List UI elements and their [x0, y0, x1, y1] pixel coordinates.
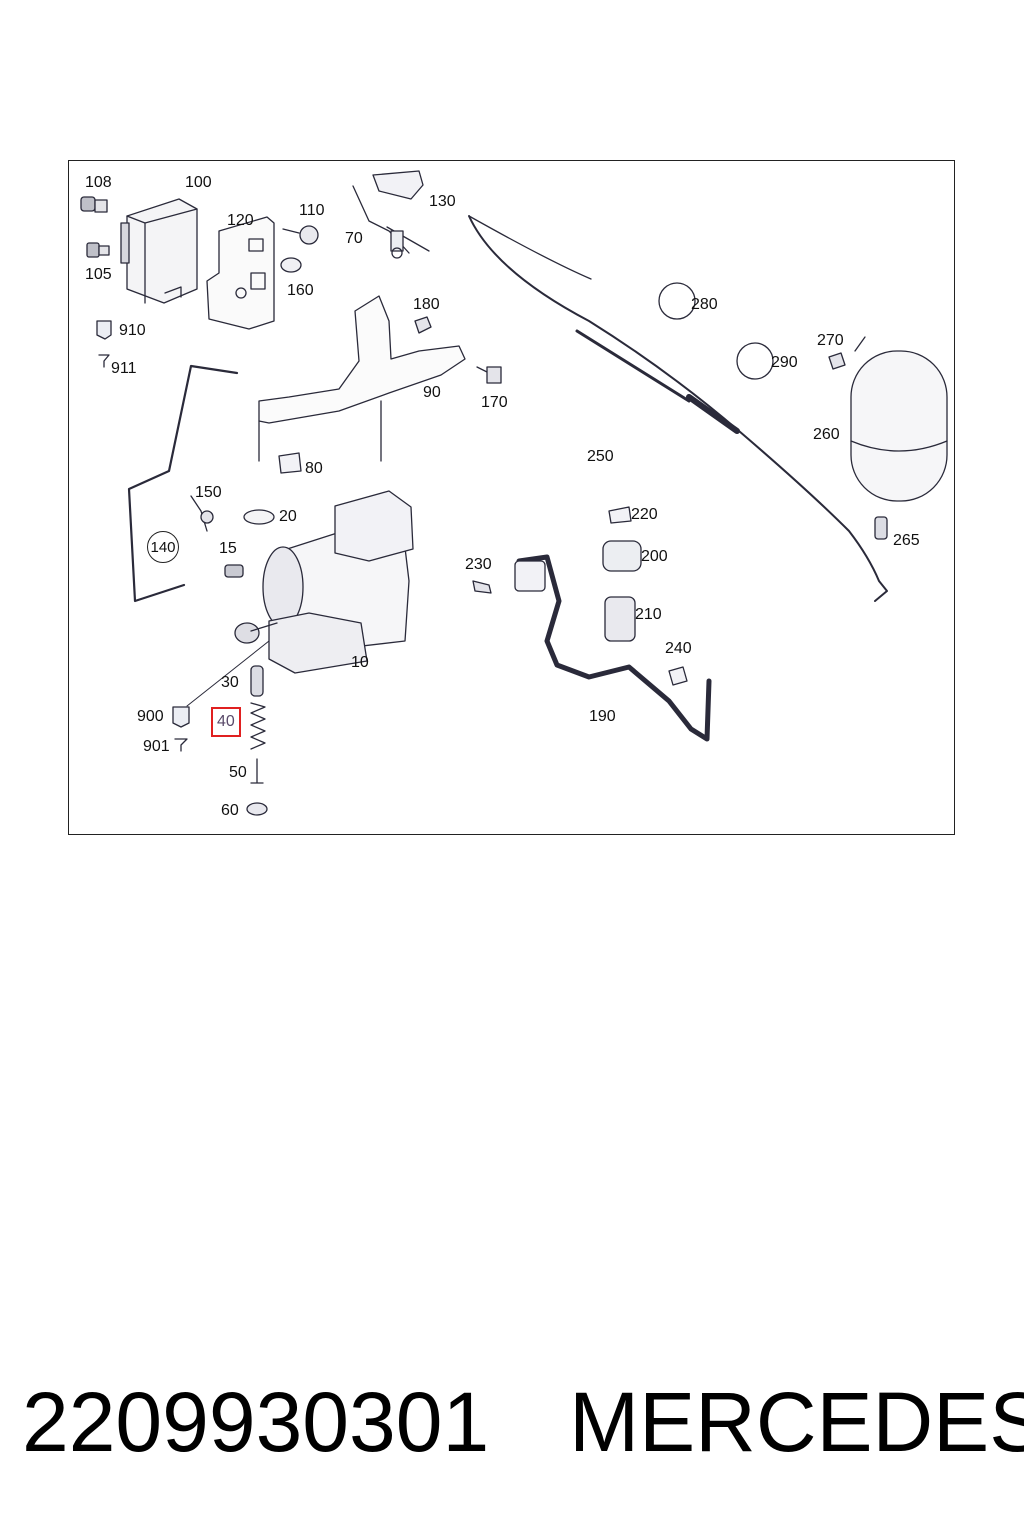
callout-270: 270 [817, 332, 844, 349]
callout-80: 80 [305, 460, 323, 477]
plug-911-part [98, 354, 110, 368]
linkage-70-part [352, 185, 430, 259]
fitting-108-part [80, 196, 108, 213]
callout-900: 900 [137, 708, 164, 725]
callout-100: 100 [185, 174, 212, 191]
callout-190: 190 [589, 708, 616, 725]
screw-110-part [282, 225, 319, 245]
spring-40-part [250, 702, 266, 750]
clamp-240-part [668, 666, 688, 686]
callout-210: 210 [635, 606, 662, 623]
callout-105: 105 [85, 266, 112, 283]
part-number: 2209930301 [22, 1374, 490, 1469]
connector-900-part [172, 706, 190, 728]
callout-15: 15 [219, 540, 237, 557]
callout-170: 170 [481, 394, 508, 411]
callout-250: 250 [587, 448, 614, 465]
nut-270-part [828, 352, 846, 370]
callout-240: 240 [665, 640, 692, 657]
bolt-170-part [476, 366, 502, 384]
callout-90: 90 [423, 384, 441, 401]
callout-60: 60 [221, 802, 239, 819]
callout-108: 108 [85, 174, 112, 191]
bolt-230-part [472, 580, 492, 594]
parts-illustration [80, 170, 948, 816]
line-140-part [127, 364, 239, 603]
line-190-part [514, 554, 712, 742]
tool-290-part [736, 342, 774, 380]
parts-diagram: 108 100 105 910 911 120 110 160 70 130 1… [68, 160, 955, 835]
callout-70: 70 [345, 230, 363, 247]
callout-290: 290 [771, 354, 798, 371]
callout-280: 280 [691, 296, 718, 313]
bracket-120-part [206, 216, 275, 330]
fitting-265-part [874, 516, 888, 540]
connector-910-part [96, 320, 112, 340]
filter-30-part [250, 665, 264, 697]
callout-230: 230 [465, 556, 492, 573]
washer-20-part [243, 509, 275, 525]
filter-210-part [604, 596, 636, 642]
plug-901-part [174, 738, 188, 752]
callout-50: 50 [229, 764, 247, 781]
callout-911: 911 [111, 360, 137, 377]
callout-200: 200 [641, 548, 668, 565]
valve-50-part [250, 758, 264, 784]
nut-180-part [414, 316, 432, 334]
callout-265: 265 [893, 532, 920, 549]
fitting-105-part [86, 242, 110, 258]
carrier-90-part [258, 295, 466, 424]
callout-150: 150 [195, 484, 222, 501]
callout-910: 910 [119, 322, 146, 339]
callout-180: 180 [413, 296, 440, 313]
callout-130: 130 [429, 193, 456, 210]
valve-200-part [602, 540, 642, 572]
callout-260: 260 [813, 426, 840, 443]
callout-140: 140 [147, 531, 179, 563]
callout-160: 160 [287, 282, 314, 299]
washer-160-part [280, 257, 302, 273]
valve-block-part [120, 198, 198, 304]
tool-280-part [575, 282, 740, 434]
callout-30: 30 [221, 674, 239, 691]
brand-name: MERCEDES [569, 1374, 1024, 1469]
callout-901: 901 [143, 738, 170, 755]
clip-220-part [608, 506, 632, 524]
callout-220: 220 [631, 506, 658, 523]
callout-20: 20 [279, 508, 297, 525]
clip-80-part [278, 452, 302, 474]
callout-40-highlighted: 40 [211, 707, 241, 737]
callout-110: 110 [299, 202, 325, 219]
compressor-10-part [234, 490, 414, 674]
callout-10: 10 [351, 654, 369, 671]
bracket-150-part [190, 495, 214, 532]
clip-130-part [372, 170, 424, 200]
cap-60-part [246, 802, 268, 816]
fitting-15-part [224, 564, 244, 578]
line-250-part [468, 215, 888, 602]
callout-120: 120 [227, 212, 254, 229]
product-caption: 2209930301 MERCEDES [22, 1372, 1024, 1472]
reservoir-260-part [850, 336, 948, 502]
